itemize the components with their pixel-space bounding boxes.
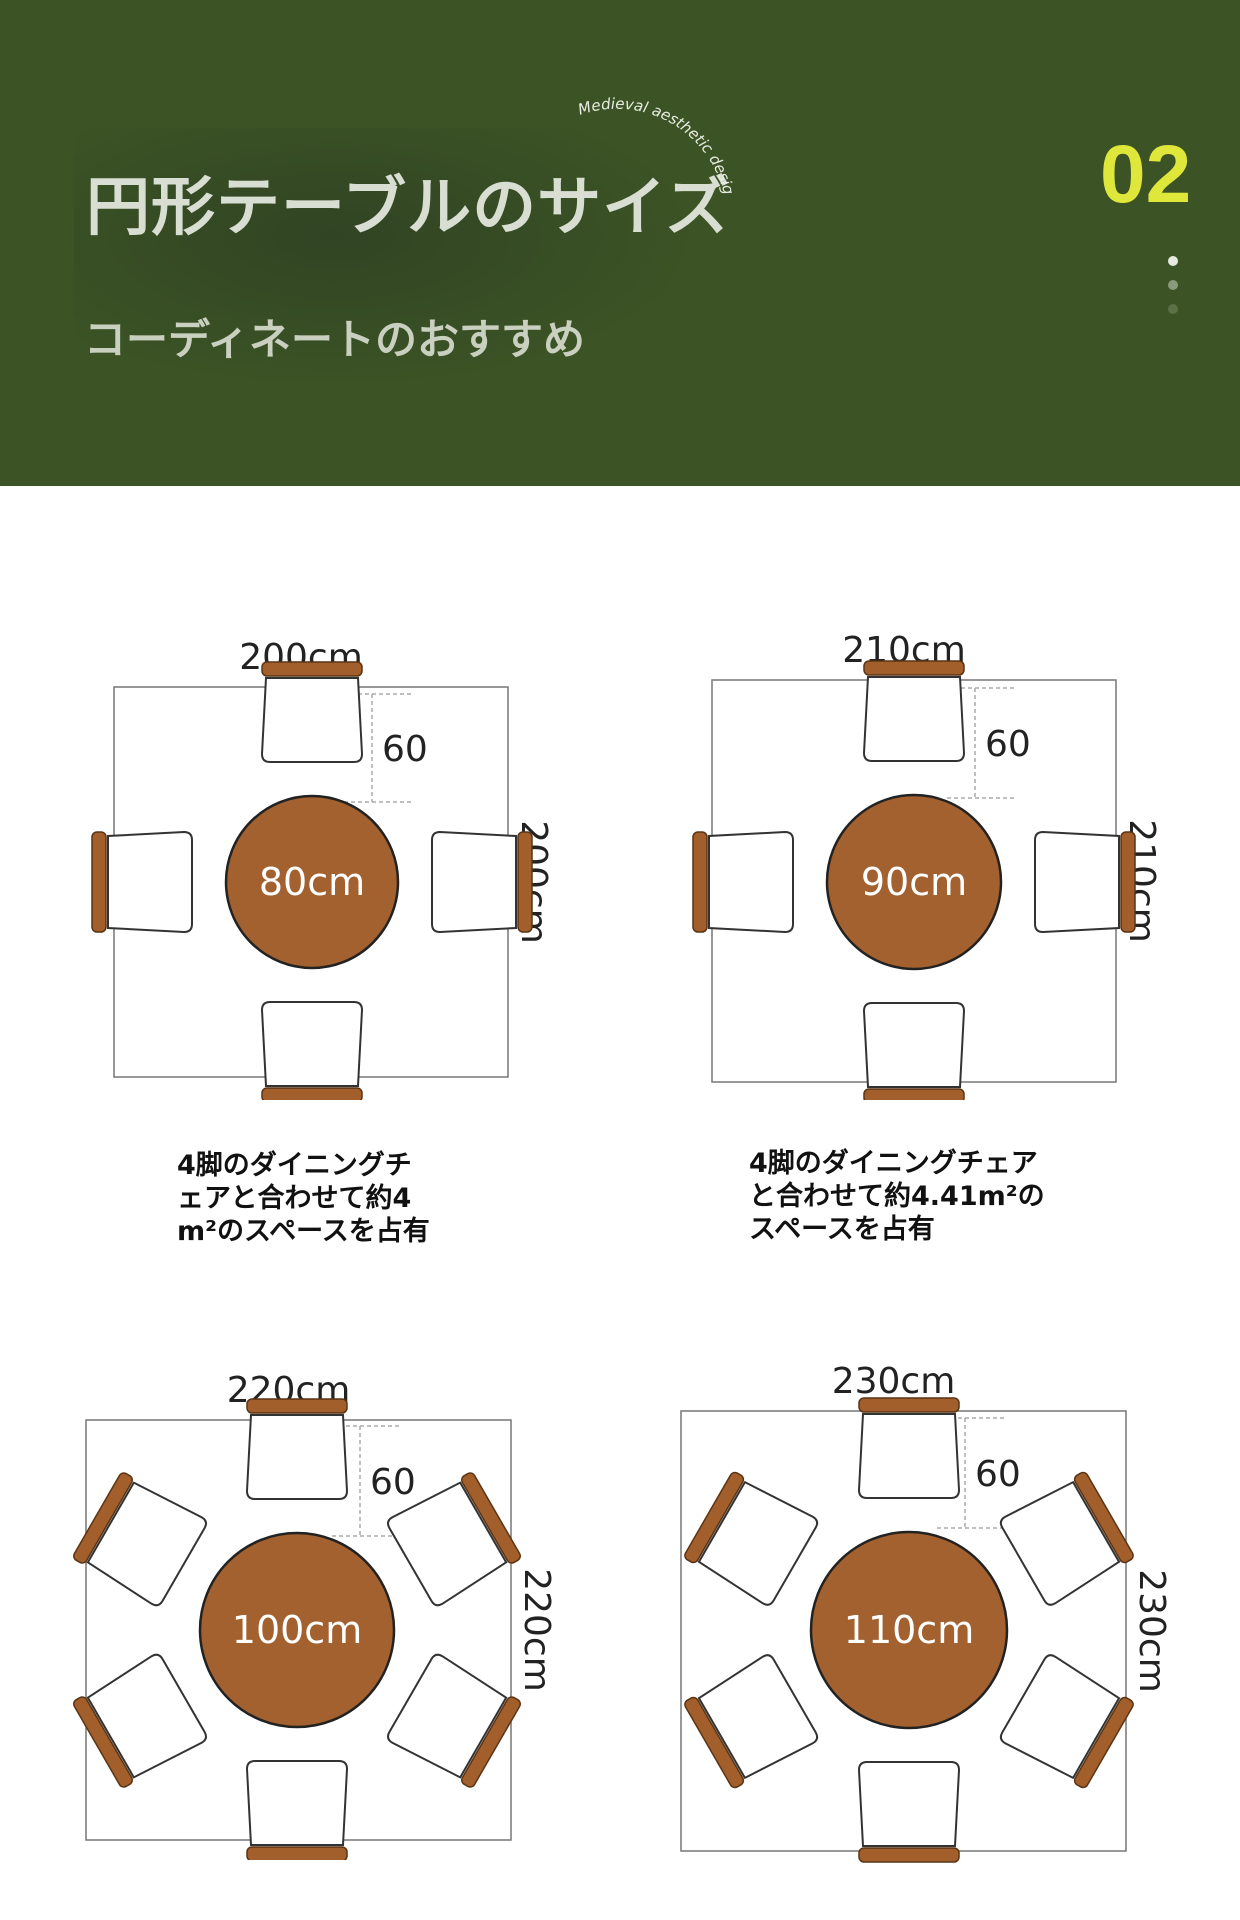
chair: [245, 1760, 349, 1860]
caption-line: m²のスペースを占有: [177, 1216, 430, 1247]
chair-gap-label: 60: [975, 1454, 1021, 1495]
layout-caption-80cm: 4脚のダイニングチ ェアと合わせて約4 m²のスペースを占有: [177, 1149, 430, 1248]
chair-backrest: [261, 1087, 363, 1100]
chair: [857, 1397, 961, 1499]
chair-backrest: [461, 1696, 521, 1788]
chair-backrest: [684, 1696, 745, 1789]
chair: [684, 1654, 819, 1789]
title-shadow: [74, 128, 724, 398]
chair: [73, 1472, 208, 1607]
chair: [386, 1653, 521, 1788]
caption-line: ェアと合わせて約4: [177, 1183, 412, 1214]
chair-backrest: [246, 1846, 348, 1860]
caption-line: スペースを占有: [749, 1214, 935, 1245]
chair-seat: [107, 830, 193, 934]
caption-line: と合わせて約4.41m²の: [749, 1181, 1045, 1212]
chair-backrest: [1073, 1696, 1134, 1789]
chair-seat: [862, 1002, 966, 1088]
room-depth-label: 220cm: [516, 1568, 557, 1692]
layout-caption-90cm: 4脚のダイニングチェア と合わせて約4.41m²の スペースを占有: [749, 1147, 1045, 1246]
chair-backrest: [91, 831, 107, 933]
chair-seat: [245, 1414, 349, 1500]
hero-banner: 円形テーブルのサイズ コーディネートのおすすめ 02 Medieval aest…: [0, 0, 1240, 486]
chair-backrest: [858, 1397, 960, 1413]
chair-backrest: [858, 1847, 960, 1863]
chair-gap-label: 60: [370, 1462, 416, 1503]
chair-gap-label: 60: [985, 724, 1031, 765]
round-table: [809, 1530, 1009, 1730]
page-dot-active: [1168, 256, 1178, 266]
chair: [862, 660, 966, 762]
chair-backrest: [261, 661, 363, 677]
chair: [692, 830, 794, 934]
chair-seat: [86, 1653, 208, 1779]
chair: [684, 1471, 819, 1606]
chair-seat: [857, 1413, 961, 1499]
chair-seat: [386, 1481, 508, 1607]
chair-seat: [431, 830, 517, 934]
chair-seat: [697, 1480, 819, 1606]
table-diameter-label: 90cm: [861, 860, 967, 904]
chair-seat: [862, 676, 966, 762]
page-title: 円形テーブルのサイズ: [86, 171, 731, 245]
caption-line: 4脚のダイニングチ: [177, 1150, 412, 1181]
section-number: 02: [1100, 129, 1192, 220]
round-table: [224, 794, 400, 970]
chair-backrest: [73, 1696, 133, 1788]
chair: [999, 1654, 1134, 1789]
chair-backrest: [517, 831, 533, 933]
medieval-aesthetic-arc-text: Medieval aesthetic design: [560, 70, 738, 196]
chair-seat: [260, 1001, 364, 1087]
caption-line: 4脚のダイニングチェア: [749, 1148, 1038, 1179]
chair: [260, 661, 364, 763]
chair: [431, 830, 533, 934]
arc-text: Medieval aesthetic design: [560, 70, 738, 196]
table-diameter-label: 80cm: [259, 860, 365, 904]
chair: [245, 1398, 349, 1500]
chair-seat: [245, 1760, 349, 1846]
page-dot: [1168, 304, 1178, 314]
chair-backrest: [692, 831, 708, 933]
chair-backrest: [1120, 831, 1136, 933]
chair: [857, 1761, 961, 1863]
round-table: [825, 793, 1003, 971]
chair-seat: [708, 830, 794, 934]
layout-diagram-110cm: 230cm 230cm 60 110cm: [680, 1361, 1172, 1863]
chair-backrest: [863, 1088, 965, 1100]
chair: [862, 1002, 966, 1100]
chair: [260, 1001, 364, 1100]
page-indicator: [1166, 256, 1180, 316]
chair: [91, 830, 193, 934]
chair-seat: [999, 1654, 1121, 1780]
room-depth-label: 230cm: [1131, 1569, 1172, 1693]
table-diameter-label: 110cm: [844, 1608, 974, 1652]
chair-backrest: [461, 1472, 521, 1564]
chair-seat: [260, 677, 364, 763]
chair-backrest: [1073, 1471, 1134, 1564]
chair-backrest: [684, 1471, 745, 1564]
page-subtitle: コーディネートのおすすめ: [84, 315, 586, 364]
svg-text:Medieval aesthetic design: Medieval aesthetic design: [560, 70, 738, 196]
page-dot: [1168, 280, 1178, 290]
chair-seat: [1034, 830, 1120, 934]
chair: [999, 1471, 1134, 1606]
chair-seat: [697, 1654, 819, 1780]
round-table: [198, 1531, 396, 1729]
chair-backrest: [73, 1472, 133, 1564]
room-width-label: 230cm: [832, 1361, 956, 1402]
chair-backrest: [246, 1398, 348, 1414]
chair-gap-label: 60: [382, 729, 428, 770]
chair-seat: [999, 1480, 1121, 1606]
chair-seat: [386, 1653, 508, 1779]
table-diameter-label: 100cm: [232, 1608, 362, 1652]
chair: [386, 1472, 521, 1607]
chair-backrest: [863, 660, 965, 676]
chair: [73, 1653, 208, 1788]
chair-seat: [857, 1761, 961, 1847]
chair: [1034, 830, 1136, 934]
chair-seat: [86, 1481, 208, 1607]
